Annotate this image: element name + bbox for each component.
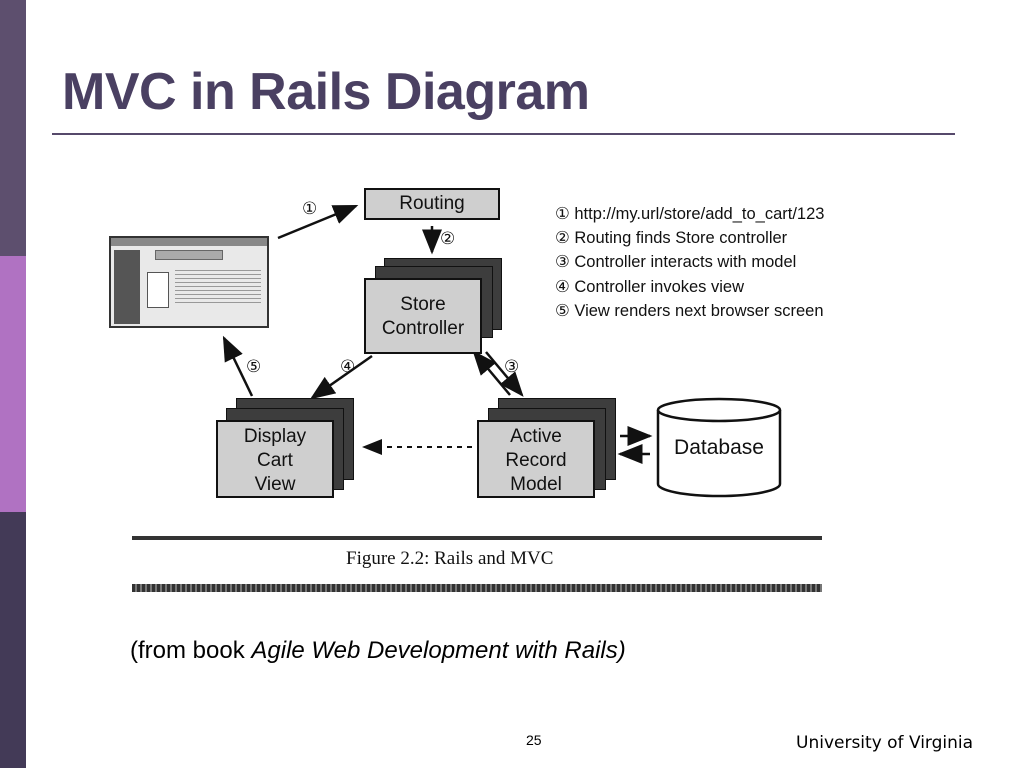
browser-text-lines (175, 270, 261, 306)
legend-item-1: ① http://my.url/store/add_to_cart/123 (555, 205, 825, 223)
arrow-step-1 (277, 204, 359, 240)
legend-item-4: ④ Controller invokes view (555, 277, 745, 296)
browser-sidebar (114, 250, 140, 324)
source-citation: (from book Agile Web Development with Ra… (130, 637, 626, 665)
model-label-line-1: Active (510, 426, 562, 447)
active-record-model-box: Active Record Model (477, 420, 595, 498)
step-5-label: ⑤ (246, 357, 262, 377)
slide-title: MVC in Rails Diagram (62, 63, 590, 121)
source-book-title: Agile Web Development with Rails) (251, 637, 626, 664)
sidebar-decoration (0, 0, 26, 768)
database-cylinder: Database (656, 396, 782, 500)
sidebar-segment-middle (0, 256, 26, 512)
store-controller-box: Store Controller (364, 278, 482, 354)
display-cart-view-box: Display Cart View (216, 420, 334, 498)
browser-window-thumbnail (109, 236, 269, 328)
source-prefix: (from book (130, 637, 252, 664)
sidebar-segment-top (0, 0, 26, 256)
step-2-label: ② (440, 229, 456, 249)
sidebar-segment-bottom (0, 512, 26, 768)
step-1-label: ① (302, 199, 318, 219)
organization-footer: University of Virginia (796, 733, 974, 753)
figure-rule-bottom (132, 584, 822, 592)
view-label-line-2: Cart (257, 450, 293, 471)
view-label-line-3: View (254, 474, 296, 495)
step-4-label: ④ (340, 357, 356, 377)
database-shape (656, 397, 782, 498)
model-label-line-3: Model (510, 474, 562, 495)
steps-legend: ① http://my.url/store/add_to_cart/123 ② … (555, 202, 824, 323)
store-controller-label-line-1: Store (400, 294, 446, 315)
figure-rule-top (132, 536, 822, 540)
store-controller-label-line-2: Controller (381, 318, 465, 339)
model-label-line-2: Record (505, 450, 567, 471)
arrow-step-5 (222, 335, 254, 397)
database-label: Database (674, 436, 764, 459)
arrow-step-4 (309, 354, 373, 400)
browser-titlebar (111, 238, 267, 246)
mvc-figure: Routing Store Controller Display Cart Vi… (100, 170, 860, 610)
view-label-line-1: Display (243, 426, 307, 447)
figure-arrows (222, 204, 653, 464)
routing-label: Routing (399, 193, 465, 214)
browser-banner (155, 250, 223, 260)
title-divider (52, 133, 955, 135)
page-number: 25 (526, 732, 542, 748)
figure-caption: Figure 2.2: Rails and MVC (346, 548, 554, 569)
legend-item-5: ⑤ View renders next browser screen (555, 301, 824, 320)
browser-book-image (147, 272, 169, 308)
arrow-step-3b (472, 350, 511, 396)
step-3-label: ③ (504, 357, 520, 377)
routing-box: Routing (364, 188, 500, 220)
legend-item-3: ③ Controller interacts with model (555, 253, 797, 272)
legend-item-2: ② Routing finds Store controller (555, 229, 788, 248)
